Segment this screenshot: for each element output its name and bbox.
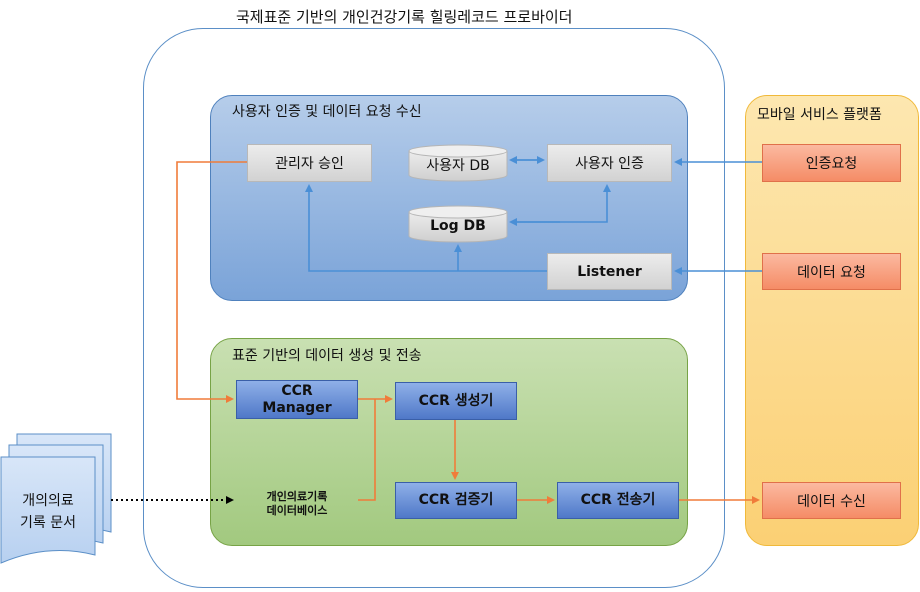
arrow-admin-to-manager <box>176 161 247 403</box>
ccr-generator-label: CCR 생성기 <box>418 392 494 409</box>
admin-approval-label: 관리자 승인 <box>275 156 344 172</box>
mobile-panel-title: 모바일 서비스 플랫폼 <box>757 107 882 123</box>
log-db-label: Log DB <box>430 218 486 234</box>
user-db-label-wrap: 사용자 DB <box>409 152 507 178</box>
ccr-panel-title: 표준 기반의 데이터 생성 및 전송 <box>232 348 422 364</box>
ccr-sender-box: CCR 전송기 <box>557 482 679 519</box>
data-receive-label: 데이터 수신 <box>797 493 866 510</box>
user-auth-label: 사용자 인증 <box>575 156 644 172</box>
admin-approval-box: 관리자 승인 <box>247 144 372 182</box>
medical-db-label-1: 개인의료기록 <box>266 490 328 503</box>
user-db-label: 사용자 DB <box>426 158 490 174</box>
ccr-generator-box: CCR 생성기 <box>395 382 517 420</box>
document-label-2: 기록 문서 <box>20 515 76 531</box>
arrow-listener-to-admin <box>305 184 547 272</box>
data-receive-box: 데이터 수신 <box>762 482 901 519</box>
ccr-manager-label-1: CCR <box>281 382 313 399</box>
log-db-cylinder <box>408 205 508 243</box>
arrow-logdb-to-auth <box>511 184 611 223</box>
ccr-verifier-box: CCR 검증기 <box>395 482 517 519</box>
document-front <box>0 456 96 564</box>
data-request-box: 데이터 요청 <box>762 253 901 290</box>
ccr-manager-box: CCR Manager <box>236 380 358 419</box>
ccr-sender-label: CCR 전송기 <box>580 492 656 508</box>
medical-db-label-wrap: 개인의료기록 데이터베이스 <box>236 490 358 520</box>
auth-request-box: 인증요청 <box>762 144 901 182</box>
listener-box: Listener <box>547 253 672 290</box>
ccr-verifier-label: CCR 검증기 <box>418 492 494 508</box>
document-label-1: 개의의료 <box>22 493 74 509</box>
log-db-label-wrap: Log DB <box>409 213 507 239</box>
arrow-db-to-generator <box>358 399 376 501</box>
user-db-cylinder <box>408 144 508 182</box>
auth-request-label: 인증요청 <box>805 156 858 172</box>
ccr-manager-label-2: Manager <box>262 399 332 416</box>
document-label: 개의의료 기록 문서 <box>4 490 92 534</box>
data-request-label: 데이터 요청 <box>797 264 866 281</box>
user-auth-box: 사용자 인증 <box>547 144 672 182</box>
diagram-title: 국제표준 기반의 개인건강기록 힐링레코드 프로바이더 <box>236 8 573 26</box>
medical-db-label-2: 데이터베이스 <box>266 504 328 517</box>
listener-label: Listener <box>577 263 642 280</box>
auth-panel-title: 사용자 인증 및 데이터 요청 수신 <box>232 104 422 120</box>
